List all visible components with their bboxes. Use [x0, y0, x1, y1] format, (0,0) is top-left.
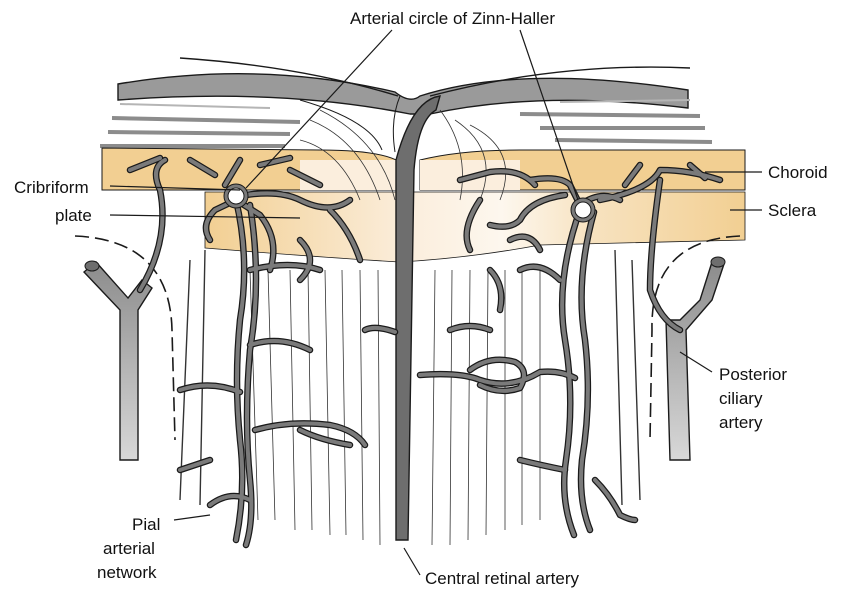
label-pial-line1: Pial — [132, 515, 160, 534]
label-posterior-line3: artery — [719, 413, 763, 432]
label-posterior-line2: ciliary — [719, 389, 763, 408]
label-pial-line2: arterial — [103, 539, 155, 558]
label-arterial-circle: Arterial circle of Zinn-Haller — [350, 9, 555, 28]
posterior-ciliary-artery-right — [666, 257, 725, 460]
label-cribriform-line2: plate — [55, 206, 92, 225]
label-pial-line3: network — [97, 563, 157, 582]
label-choroid: Choroid — [768, 163, 828, 182]
label-sclera: Sclera — [768, 201, 817, 220]
label-cribriform-line1: Cribriform — [14, 178, 89, 197]
label-central-retinal-artery: Central retinal artery — [425, 569, 580, 588]
label-posterior-line1: Posterior — [719, 365, 787, 384]
